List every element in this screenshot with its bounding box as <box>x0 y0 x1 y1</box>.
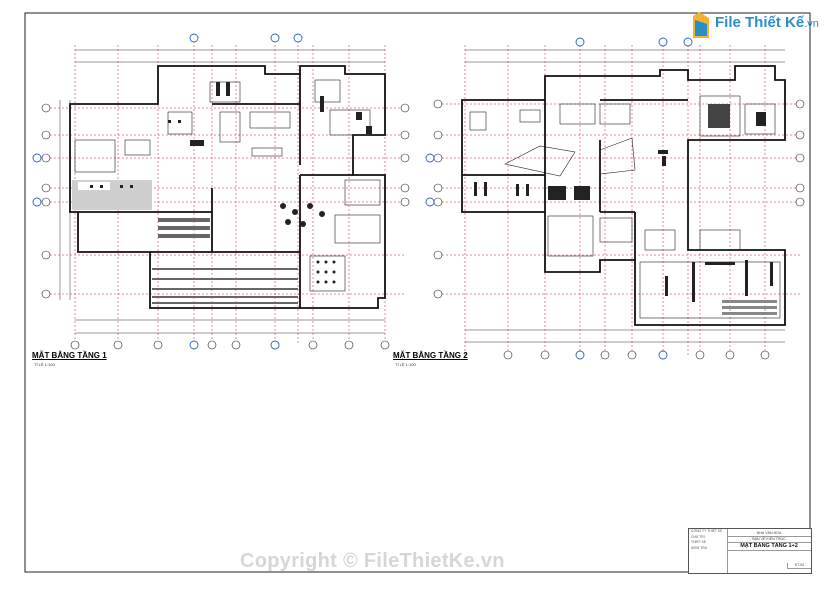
title-block-designer: THIẾT KẾ <box>691 540 707 544</box>
copyright-watermark: Copyright © FileThietKe.vn <box>240 550 505 572</box>
logo-suffix: .vn <box>804 18 819 30</box>
title-block-project: NHÀ VĂN HÓA <box>727 531 811 537</box>
title-block-left-column: CÔNG TY THIẾT KẾ CHỦ TRÌ THIẾT KẾ KIỂM T… <box>689 529 728 573</box>
title-block: CÔNG TY THIẾT KẾ CHỦ TRÌ THIẾT KẾ KIỂM T… <box>688 528 812 574</box>
plan-1-title: MẶT BẰNG TẦNG 1 <box>32 351 107 360</box>
floor-plan-1 <box>32 33 410 350</box>
folder-logo-icon <box>693 12 709 38</box>
plan-2-title: MẶT BẰNG TẦNG 2 <box>393 351 468 360</box>
title-block-sheet-number: KT-02 <box>787 563 811 569</box>
plan-2-scale: TỈ LỆ 1:100 <box>395 362 416 367</box>
title-block-lead: CHỦ TRÌ <box>691 534 705 539</box>
title-block-checker: KIỂM TRA <box>691 545 707 550</box>
sheet-border <box>24 12 811 573</box>
logo-brand: File Thiết Kế <box>715 14 805 31</box>
floor-plan-2 <box>425 37 805 360</box>
title-block-company: CÔNG TY THIẾT KẾ <box>691 529 723 533</box>
title-block-subtitle: BẢN VẼ KIẾN TRÚC <box>727 537 811 543</box>
plan-1-scale: TỈ LỆ 1:100 <box>34 362 55 367</box>
filethietke-logo: File Thiết Kế.vn <box>691 10 819 44</box>
title-block-drawing-title: MẶT BẰNG TẦNG 1+2 <box>727 543 811 551</box>
